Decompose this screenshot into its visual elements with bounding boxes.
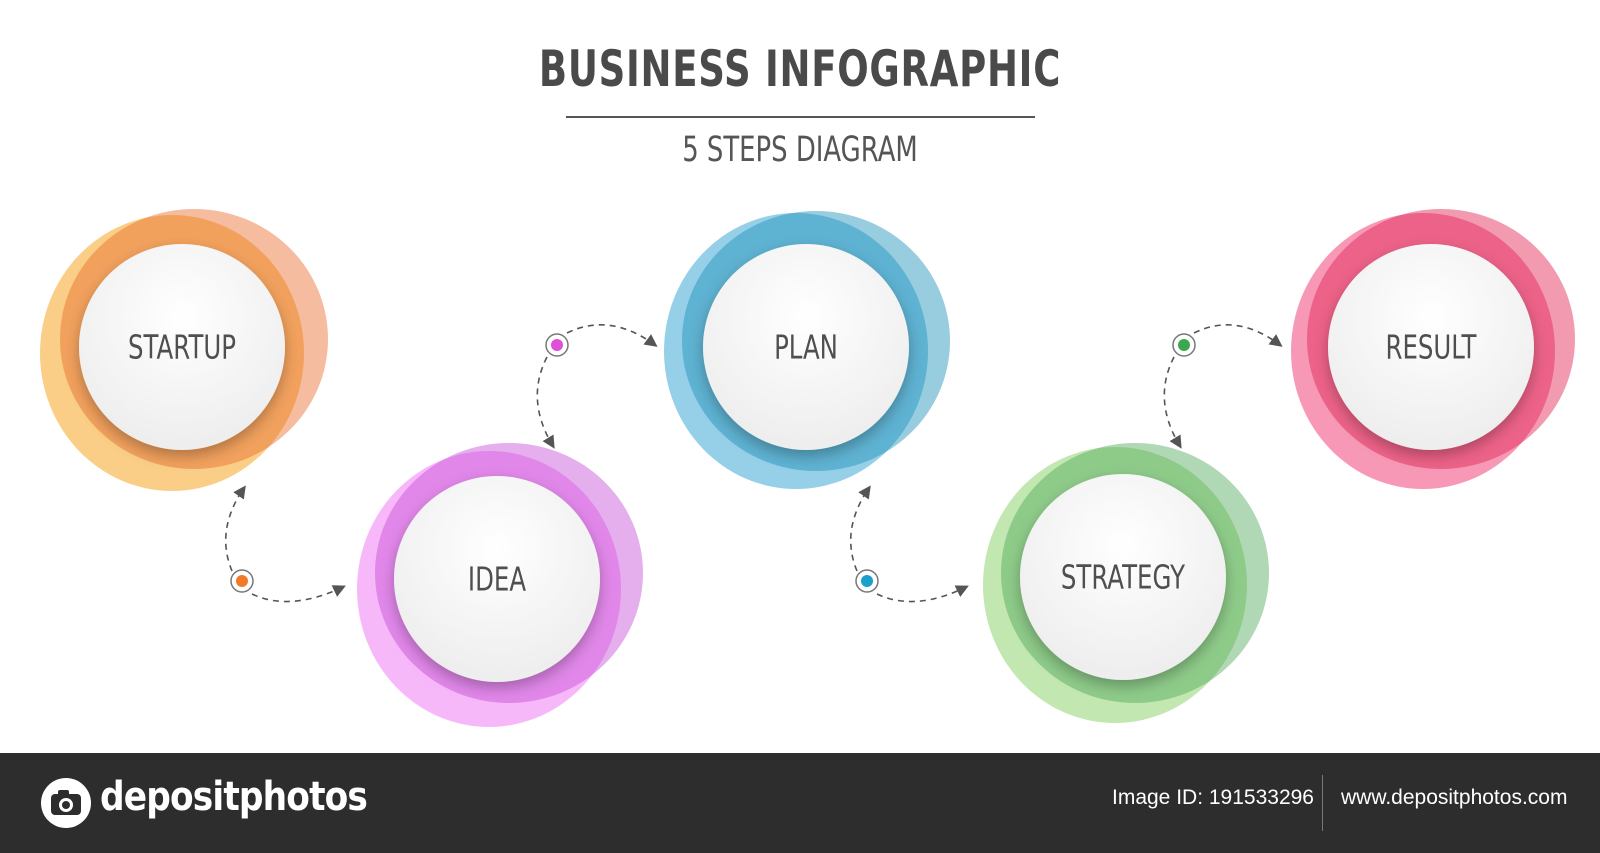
camera-logo-icon <box>41 778 91 828</box>
connector-dot <box>236 575 248 587</box>
connector-dot <box>1178 339 1190 351</box>
connector-dot <box>551 339 563 351</box>
connector-3 <box>849 485 969 603</box>
dashed-arrow <box>224 485 246 572</box>
dashed-arrow <box>251 585 346 603</box>
connector-1 <box>224 485 346 603</box>
connector-dot <box>861 575 873 587</box>
step-inner-circle <box>79 244 285 450</box>
footer-bar: depositphotos Image ID: 191533296 www.de… <box>0 753 1600 853</box>
step-result <box>1291 209 1575 489</box>
connector-2 <box>536 324 658 449</box>
dashed-arrow <box>876 585 969 603</box>
site-url-link[interactable]: www.depositphotos.com <box>1341 786 1568 809</box>
brand-name: depositphotos <box>100 774 368 820</box>
footer-divider <box>1322 775 1323 831</box>
step-inner-circle <box>1020 474 1226 680</box>
dashed-arrow <box>849 485 871 572</box>
dashed-arrow <box>536 356 555 449</box>
step-inner-circle <box>703 244 909 450</box>
image-id-text: Image ID: 191533296 <box>1112 786 1314 809</box>
step-idea <box>357 443 643 727</box>
connector-4 <box>1163 324 1283 449</box>
step-inner-circle <box>1328 244 1534 450</box>
dashed-arrow <box>1163 356 1182 449</box>
step-strategy <box>983 443 1269 723</box>
dashed-arrow <box>566 324 658 347</box>
step-startup <box>40 209 328 491</box>
dashed-arrow <box>1193 324 1283 347</box>
page-subtitle: 5 STEPS DIAGRAM <box>682 130 918 170</box>
page-title: BUSINESS INFOGRAPHIC <box>538 40 1062 98</box>
step-inner-circle <box>394 476 600 682</box>
title-underline <box>566 116 1035 118</box>
step-plan <box>664 211 950 489</box>
